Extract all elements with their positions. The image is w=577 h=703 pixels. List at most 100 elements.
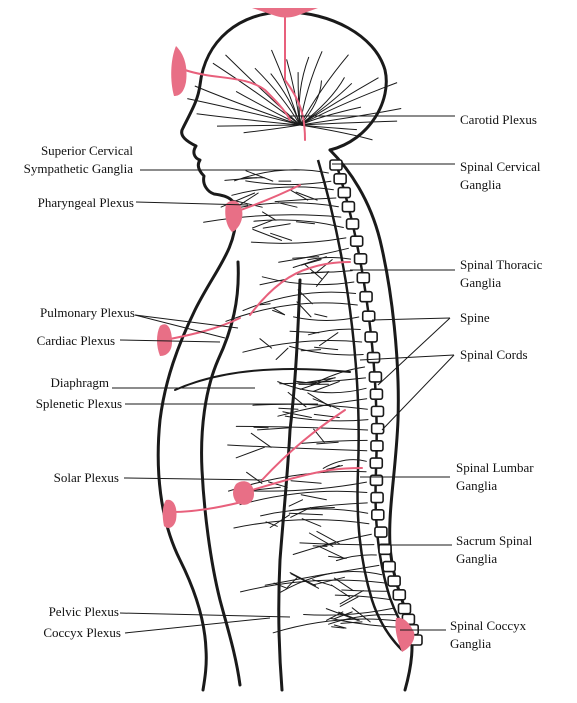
label-pulmonary-plexus: Pulmonary Plexus [40,305,135,320]
vertebra [382,560,396,573]
nerve-branch [261,276,355,286]
pink-nerve-pharynx [234,184,301,213]
nerve-twig [289,330,320,334]
nerve-twig [290,573,320,589]
vertebra [370,440,384,452]
nerve-twig [333,624,347,629]
nerve-twig [288,499,303,507]
nerve-twig [333,577,354,592]
pink-nerve-lumbar [261,409,346,481]
nerve-twig [273,582,288,589]
nerve-branch [307,328,361,336]
nerve-twig [318,545,345,559]
nerve-twig [257,427,291,431]
vertebra [345,218,360,230]
brain-nerve [235,90,301,126]
nerve-twig [339,596,359,607]
nerve-branch [299,439,368,444]
vertebra [369,457,384,469]
nerve-branch [284,415,369,422]
nerve-twig [290,480,322,484]
nerve-branch [253,219,344,228]
nerve-branch [334,594,392,601]
brain-nerve [299,54,349,126]
label-pharyngeal-plexus: Pharyngeal Plexus [37,195,134,210]
leader-solar [123,477,263,481]
vertebra [369,388,384,400]
arm-inner-outline [277,278,302,692]
nerve-branch [303,607,395,616]
vertebra [337,186,352,199]
brain-nerve [212,62,301,126]
label-spine: Spine [460,310,490,325]
nerve-twig [246,471,263,484]
vertebra [329,159,343,171]
brain-nerve [299,124,373,141]
brain-nerve [299,82,398,126]
nerve-twig [351,607,371,623]
nerve-twig [319,543,337,547]
nerve-twig [312,381,340,392]
vertebra [370,422,385,435]
vertebra [349,235,364,248]
nerve-twig [224,177,258,181]
vertebra [366,351,381,364]
vertebra [353,252,368,265]
nerve-twig [316,441,339,445]
nerve-twig [297,289,313,305]
label-superior-cervical-line2: Sympathetic Ganglia [23,161,133,176]
label-coccyx-plexus: Coccyx Plexus [43,625,121,640]
nerve-twig [314,346,339,351]
label-solar-plexus: Solar Plexus [53,470,119,485]
label-spinal-cords: Spinal Cords [460,347,528,362]
nerve-branch [307,257,352,261]
nerve-twig [272,307,286,316]
nerve-branch [245,180,332,186]
label-spinal-coccyx-line1: Spinal Coccyx [450,618,527,633]
leader-pelvic [119,612,291,618]
leader-pulmonary-a [134,314,239,329]
nerve-twig [259,303,271,306]
nerve-twig [250,432,272,448]
label-spinal-lumbar-line2: Ganglia [456,478,498,493]
label-spinal-cervical: Spinal Cervical Ganglia [460,158,541,194]
nerve-branch [292,533,372,555]
label-spinal-thoracic-line2: Ganglia [460,275,502,290]
leader-pharyngeal [135,201,249,206]
pink-nerve-cardiac [164,317,241,341]
pink-nerve-thoracic [249,261,351,316]
nerve-branch [335,554,377,562]
label-diaphragm: Diaphragm [50,375,109,390]
nerve-twig [293,380,321,385]
leader-coccyx-plexus [124,617,271,634]
vertebrae-group [329,159,423,646]
vertebra [369,474,384,487]
vertebra [333,172,347,185]
leader-spine-b [377,317,451,386]
nerve-branch [240,579,386,593]
diaphragm-curve [174,368,351,391]
label-spinal-cervical-line2: Ganglia [460,177,502,192]
pink-nerve-solar [244,467,363,493]
nerve-branch [279,377,366,385]
nerve-twig [314,313,328,318]
nerve-branch [289,345,364,356]
arm-outline [200,260,242,687]
nerve-twig [326,465,343,470]
pink-blob-pharynx [225,200,243,232]
nerve-twig [340,621,363,624]
nerve-twig [325,608,359,621]
nerve-branch [278,247,349,263]
label-spinal-lumbar: Spinal Lumbar Ganglia [456,459,534,495]
nerve-branch [203,214,342,223]
nerve-twig [288,512,323,516]
label-spinal-cervical-line1: Spinal Cervical [460,159,541,174]
vertebra [370,509,385,521]
nerve-twig [245,170,274,182]
body-outline [156,10,414,692]
nerve-twig [265,521,278,527]
brain-nerve [299,51,323,126]
nerve-twig [319,332,339,347]
nerve-twig [277,202,298,208]
nerve-twig [316,530,340,545]
